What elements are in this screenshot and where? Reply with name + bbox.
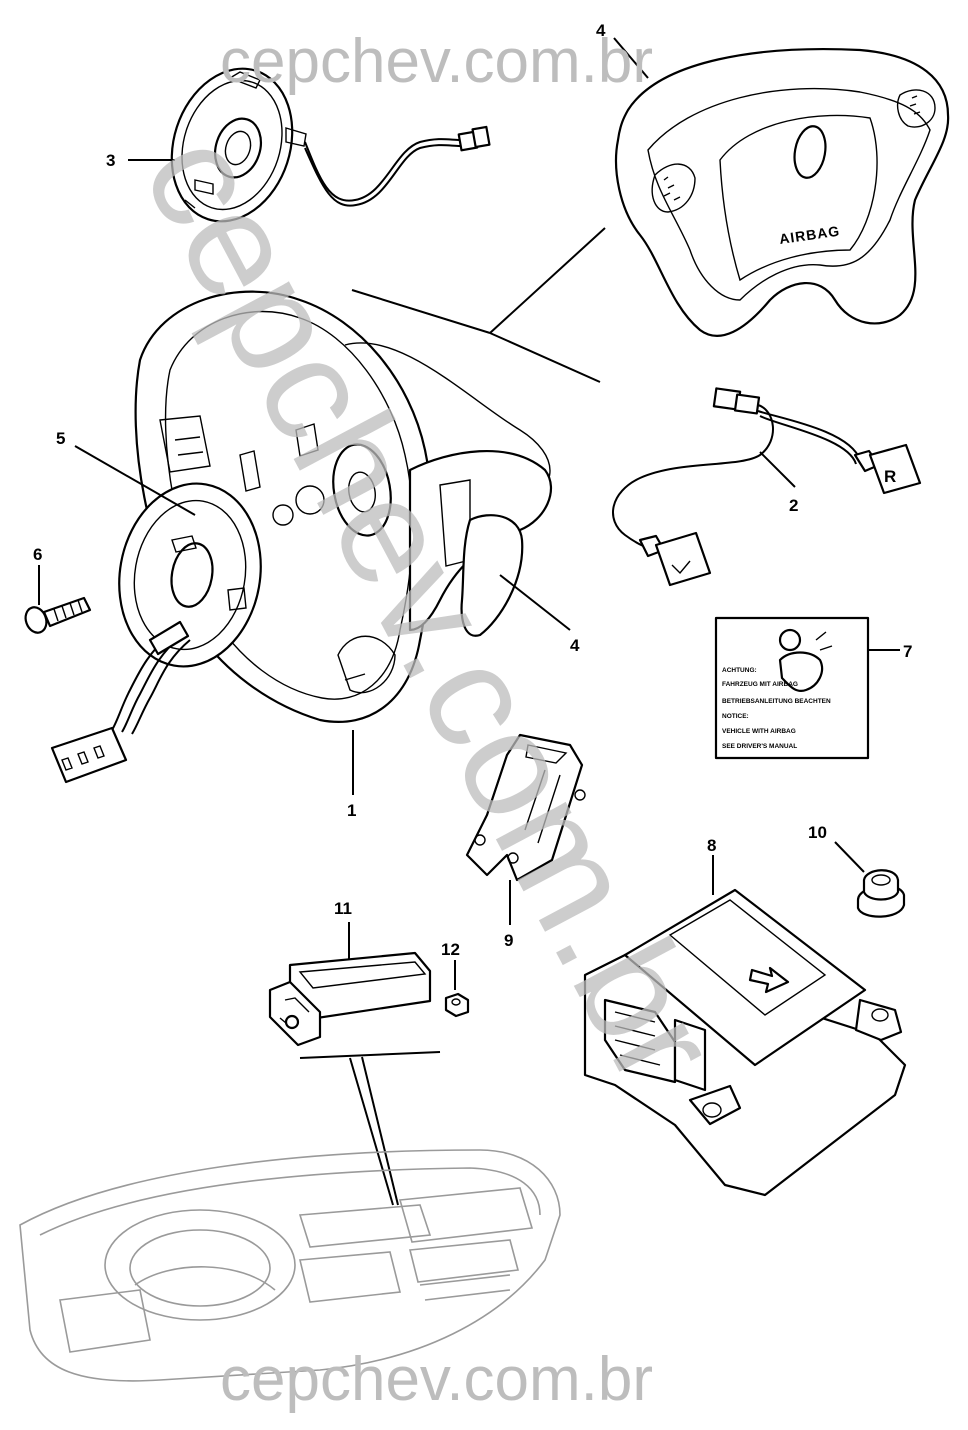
bracket-part-9 (465, 733, 586, 882)
watermark-top: cepchev.com.br (220, 27, 653, 96)
nut-part-10 (856, 869, 906, 918)
warning-label-line-4: NOTICE: (722, 713, 749, 720)
callout-2: 2 (789, 496, 798, 515)
leader-4-top (613, 37, 649, 79)
connector-mark-r: R (884, 467, 896, 486)
callout-9: 9 (504, 931, 513, 950)
screw-part-6 (24, 596, 92, 634)
airbag-module-part-4: AIRBAG (615, 47, 950, 337)
callout-4-right: 4 (570, 636, 580, 655)
callout-8: 8 (707, 836, 716, 855)
callout-12: 12 (441, 940, 460, 959)
callout-7: 7 (903, 642, 912, 661)
wiring-harness-part-2: R (612, 387, 922, 587)
leader-2 (759, 451, 796, 488)
callout-1: 1 (347, 801, 356, 820)
callout-6: 6 (33, 545, 42, 564)
assembly-lines-dashboard (299, 1051, 441, 1206)
dashboard-outline (19, 1149, 561, 1382)
warning-label-line-6: SEE DRIVER'S MANUAL (722, 743, 797, 750)
warning-label-part-7: ACHTUNG: FAHRZEUG MIT AIRBAG BETRIEBSANL… (714, 616, 870, 760)
passenger-airbag-part-11 (268, 951, 432, 1047)
small-nut-part-12 (444, 992, 470, 1018)
steering-wheel-part-1 (50, 290, 553, 784)
assembly-lines-module (351, 227, 606, 383)
leader-10 (834, 841, 865, 873)
callout-5: 5 (56, 429, 65, 448)
airbag-control-module-part-8 (583, 888, 907, 1197)
warning-label-line-2: FAHRZEUG MIT AIRBAG (722, 681, 798, 688)
watermark-bottom: cepchev.com.br (220, 1345, 653, 1414)
callout-3: 3 (106, 151, 115, 170)
warning-label-line-1: ACHTUNG: (722, 667, 757, 674)
clock-spring-ring-part-3 (170, 67, 491, 223)
callout-10: 10 (808, 823, 827, 842)
leader-5 (74, 445, 196, 516)
leader-4-right (499, 574, 571, 631)
callout-11: 11 (334, 899, 352, 918)
callout-4-top: 4 (596, 21, 606, 40)
warning-label-line-5: VEHICLE WITH AIRBAG (722, 728, 796, 735)
warning-label-line-3: BETRIEBSANLEITUNG BEACHTEN (722, 698, 831, 705)
